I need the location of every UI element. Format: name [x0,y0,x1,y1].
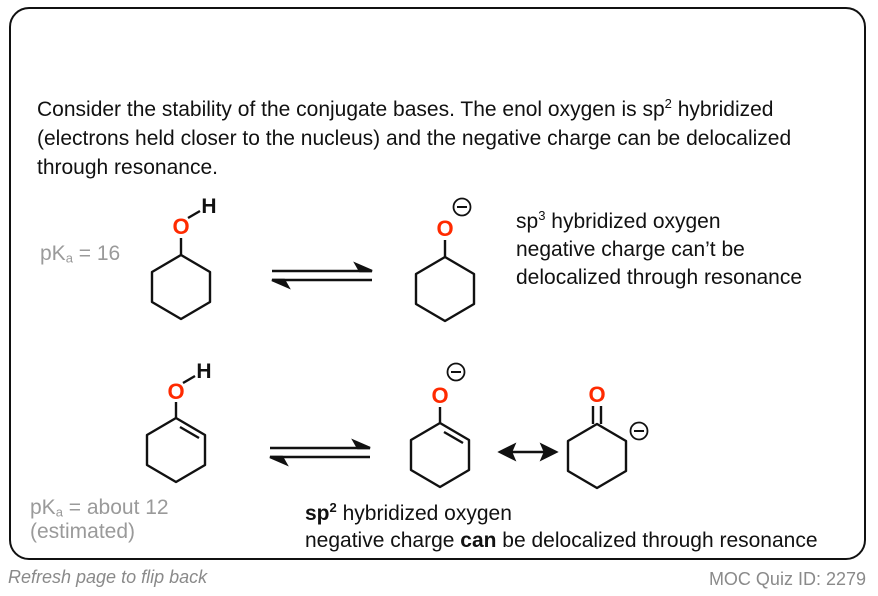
hydrogen-atom: H [201,195,216,218]
cyclohexanol-ring [150,253,212,321]
pka-enol-note: (estimated) [30,520,136,543]
enolate-structure [409,407,471,489]
pka-cyclohexanol: pKa = 16 [40,242,121,266]
row1-description-line2: negative charge can’t be [516,238,745,261]
row1-description-line1: sp3 hybridized oxygen [516,208,721,233]
cyclohexoxide-ring [414,255,476,323]
cyclohexoxide-structure [414,240,476,323]
pka-enol: pKa = about 12 [30,496,169,520]
equilibrium-arrow-1 [271,261,373,290]
carbanion-structure [566,406,628,490]
refresh-hint: Refresh page to flip back [8,567,208,587]
negative-charge-icon [446,362,466,382]
oxygen-atom: O [436,216,453,241]
cyclohexanol-structure [150,209,212,321]
quiz-id: MOC Quiz ID: 2279 [708,569,866,589]
enol-double-bond [179,425,200,440]
enolate-double-bond [443,430,464,445]
oxygen-atom: O [588,382,605,407]
cyclohexanone-ring [566,422,628,490]
equilibrium-arrow-2 [269,438,371,467]
row2-description-line2: negative charge can be delocalized throu… [305,529,818,552]
o-h-bond [187,209,201,220]
negative-charge-icon [629,421,649,441]
enol-ring [145,416,207,484]
row1-description-line3: delocalized through resonance [516,266,803,289]
resonance-arrow [497,442,559,462]
oxygen-atom: O [431,383,448,408]
oxygen-atom: O [167,379,184,404]
enolate-ring [409,421,471,489]
enol-structure [145,374,207,484]
hydrogen-atom: H [196,360,211,383]
o-h-bond [182,374,196,385]
intro-text: Consider the stability of the conjugate … [37,96,792,179]
negative-charge-icon [452,197,472,217]
oxygen-atom: O [172,214,189,239]
row2-description-line1: sp2 hybridized oxygen [305,500,512,525]
